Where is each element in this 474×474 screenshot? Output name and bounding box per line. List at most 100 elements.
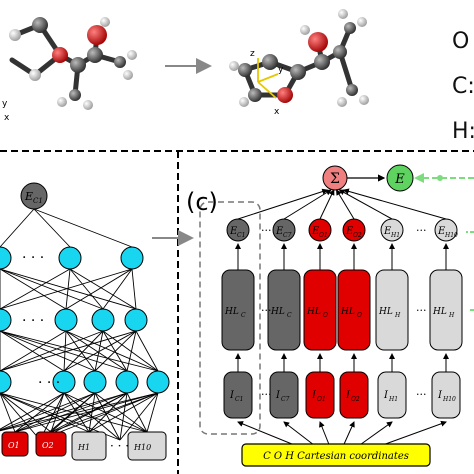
input-node-label-c1: I: [229, 390, 235, 401]
input-box-label: C O H Cartesian coordinates: [263, 451, 409, 462]
green-feedback-arrow: [414, 173, 474, 183]
input-node-label-o2: I: [345, 390, 351, 401]
hidden-block-sub-o1: O: [323, 312, 328, 319]
input-label-o1: O1: [8, 441, 20, 450]
column-ellipsis-0: ···: [261, 224, 272, 237]
output-node-sub: C1: [33, 197, 43, 205]
molecule-left: y x: [2, 17, 137, 123]
input-label-h1: H1: [77, 443, 90, 452]
sum-node: Σ: [322, 165, 348, 191]
input-node-h10: [431, 371, 461, 419]
input-node-sub-c7: C7: [281, 396, 290, 403]
column-ellipsis-2: ···: [261, 388, 272, 401]
column-ellipsis-1: ···: [261, 304, 272, 317]
panel-b-network: E C1 · · · · · · · · · O1 O2 H1 · · · H1…: [0, 182, 170, 461]
column-ellipsis-5: ···: [416, 388, 427, 401]
input-node-label-h10: I: [437, 390, 443, 401]
energy-node-sub-o1: O1: [319, 232, 328, 239]
svg-text:· · ·: · · ·: [22, 250, 44, 266]
input-node-sub-c1: C1: [235, 396, 243, 403]
energy-node-sub-o2: O2: [353, 232, 362, 239]
column-ellipsis-3: ···: [416, 224, 427, 237]
input-node-sub-o2: O2: [351, 396, 360, 403]
local-axes: [257, 58, 279, 99]
energy-node-label-h10: E: [437, 226, 446, 237]
network-nodes: [0, 246, 170, 394]
hidden-block-label-h1: HL: [378, 307, 393, 317]
svg-text:· · ·: · · ·: [38, 375, 60, 391]
element-legend: O C: H:: [452, 29, 474, 144]
hidden-block-label-c1: HL: [224, 307, 239, 317]
hidden-neuron-1-1: [54, 308, 78, 332]
to-sum-arrow-h1: [338, 189, 393, 220]
energy-node-label-h1: E: [383, 226, 392, 237]
hidden-neuron-2-2: [83, 370, 107, 394]
hidden-neuron-2-4: [146, 370, 170, 394]
hidden-neuron-2-0: [0, 370, 12, 394]
energy-node-label-o1: E: [311, 226, 320, 237]
input-node-c1: [223, 371, 253, 419]
energy-node-label-o2: E: [345, 226, 354, 237]
output-label: E: [394, 172, 405, 187]
output-node: E: [386, 164, 414, 192]
molecule-panel: y x: [2, 9, 474, 144]
input-node-label-c7: I: [275, 390, 281, 401]
column-ellipsis-4: ···: [416, 304, 427, 317]
hidden-block-label-h10: HL: [432, 307, 447, 317]
green-arrow-second: [466, 231, 474, 311]
hidden-neuron-0-2: [120, 246, 144, 270]
energy-node-label-c7: E: [275, 226, 284, 237]
svg-text:· · ·: · · ·: [110, 439, 129, 453]
energy-node-sub-h10: H10: [444, 232, 458, 239]
input-node-label-o1: I: [311, 390, 317, 401]
hidden-neuron-1-0: [0, 308, 12, 332]
to-sum-arrow-h10: [342, 188, 447, 220]
hidden-neuron-2-3: [115, 370, 139, 394]
axis-label-x-right: x: [274, 107, 280, 117]
hidden-block-label-c7: HL: [270, 307, 285, 317]
legend-oxygen: O: [452, 29, 469, 54]
hidden-neuron-0-1: [58, 246, 82, 270]
input-node-sub-o1: O1: [317, 396, 326, 403]
input-node-c7: [269, 371, 299, 419]
to-sum-arrow-c1: [237, 188, 329, 220]
input-node-label-h1: I: [383, 390, 389, 401]
legend-hydrogen: H:: [452, 119, 474, 144]
energy-node-sub-c1: C1: [237, 232, 245, 239]
input-label-o2: O2: [42, 441, 54, 450]
to-sum-arrow-o1: [319, 189, 335, 220]
energy-node-sub-h1: H1: [390, 232, 400, 239]
to-sum-arrow-o2: [336, 189, 355, 220]
output-node-c1: E C1: [20, 182, 48, 210]
hidden-block-sub-c7: C: [287, 312, 292, 319]
svg-text:E: E: [24, 190, 33, 203]
axis-label-z: z: [250, 49, 255, 59]
hidden-block-label-o1: HL: [306, 307, 321, 317]
sum-symbol: Σ: [330, 171, 340, 187]
layer-ellipses: · · · · · · · · ·: [22, 250, 60, 391]
column-highlight: [199, 201, 261, 435]
energy-node-sub-c7: C7: [283, 232, 292, 239]
svg-text:· · ·: · · ·: [22, 313, 44, 329]
hidden-block-sub-h1: H: [394, 312, 401, 319]
input-node-o1: [305, 371, 335, 419]
energy-node-label-c1: E: [229, 226, 238, 237]
network-edges: [0, 208, 159, 441]
input-node-h1: [377, 371, 407, 419]
input-label-h10: H10: [133, 443, 151, 452]
hidden-neuron-1-3: [124, 308, 148, 332]
hidden-neuron-1-2: [91, 308, 115, 332]
cartesian-input-box: C O H Cartesian coordinates: [241, 443, 431, 467]
axis-label-y-left: y: [2, 99, 8, 109]
hidden-neuron-2-1: [52, 370, 76, 394]
axis-label-x-left: x: [4, 113, 10, 123]
hidden-block-sub-h10: H: [448, 312, 455, 319]
hidden-neuron-0-0: [0, 246, 12, 270]
